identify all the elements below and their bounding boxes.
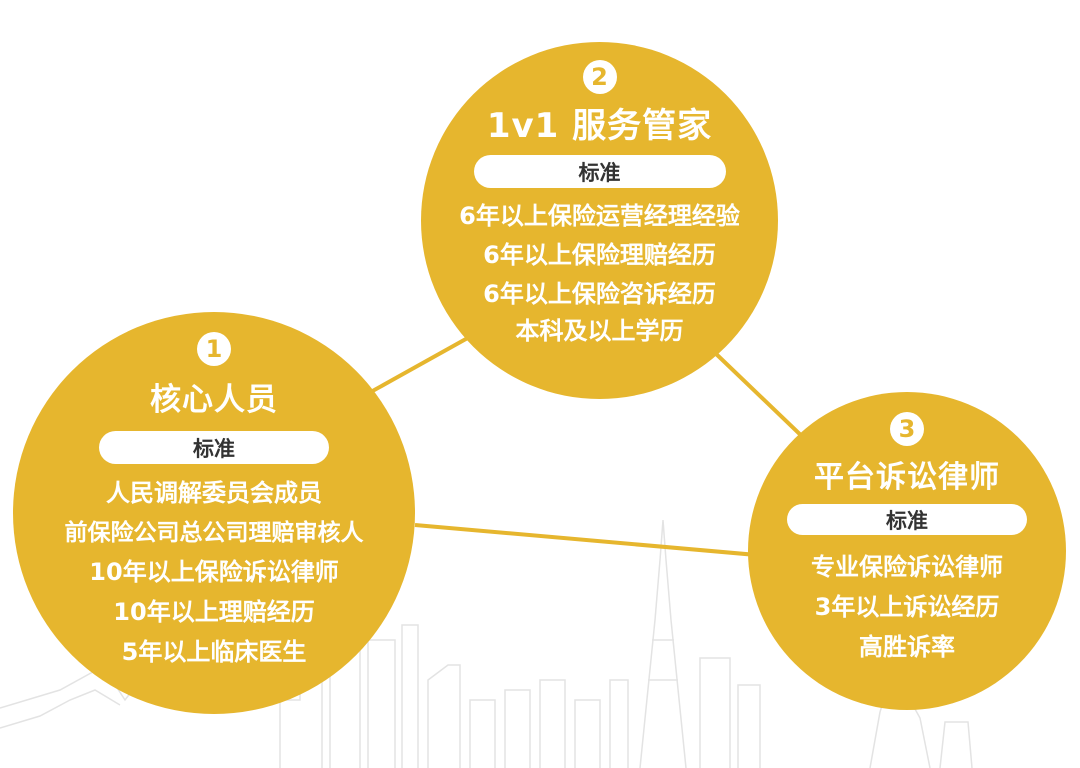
node-2-item: 6年以上保险咨诉经历	[483, 280, 716, 308]
connector-1-3	[414, 523, 769, 558]
node-3-item: 专业保险诉讼律师	[811, 553, 1003, 581]
node-1-title: 核心人员	[150, 382, 278, 418]
node-3-number-badge: 3	[890, 412, 924, 446]
node-3-item: 3年以上诉讼经历	[814, 593, 1000, 621]
node-2-item: 本科及以上学历	[515, 317, 684, 345]
connector-2-3	[710, 348, 810, 444]
node-1-number-badge: 1	[197, 332, 231, 366]
node-service-manager: 2 1v1 服务管家 标准 6年以上保险运营经理经验 6年以上保险理赔经历 6年…	[421, 42, 778, 399]
node-platform-lawyer: 3 平台诉讼律师 标准 专业保险诉讼律师 3年以上诉讼经历 高胜诉率	[748, 392, 1066, 710]
node-1-item: 前保险公司总公司理赔审核人	[64, 520, 364, 546]
node-2-standard-pill: 标准	[473, 155, 726, 188]
node-1-item: 10年以上保险诉讼律师	[89, 558, 339, 586]
node-2-item: 6年以上保险理赔经历	[483, 241, 716, 269]
node-1-item: 10年以上理赔经历	[113, 598, 315, 626]
node-2-number-badge: 2	[582, 60, 617, 94]
node-3-standard-pill: 标准	[787, 504, 1027, 535]
node-1-item: 5年以上临床医生	[121, 638, 307, 666]
node-2-item: 6年以上保险运营经理经验	[459, 202, 740, 230]
node-1-standard-pill: 标准	[99, 431, 329, 464]
node-1-item: 人民调解委员会成员	[106, 479, 322, 507]
connector-1-2	[359, 328, 483, 400]
node-2-title: 1v1 服务管家	[486, 106, 713, 146]
node-core-staff: 1 核心人员 标准 人民调解委员会成员 前保险公司总公司理赔审核人 10年以上保…	[13, 312, 415, 714]
node-3-title: 平台诉讼律师	[814, 460, 1000, 495]
node-3-item: 高胜诉率	[859, 633, 955, 661]
